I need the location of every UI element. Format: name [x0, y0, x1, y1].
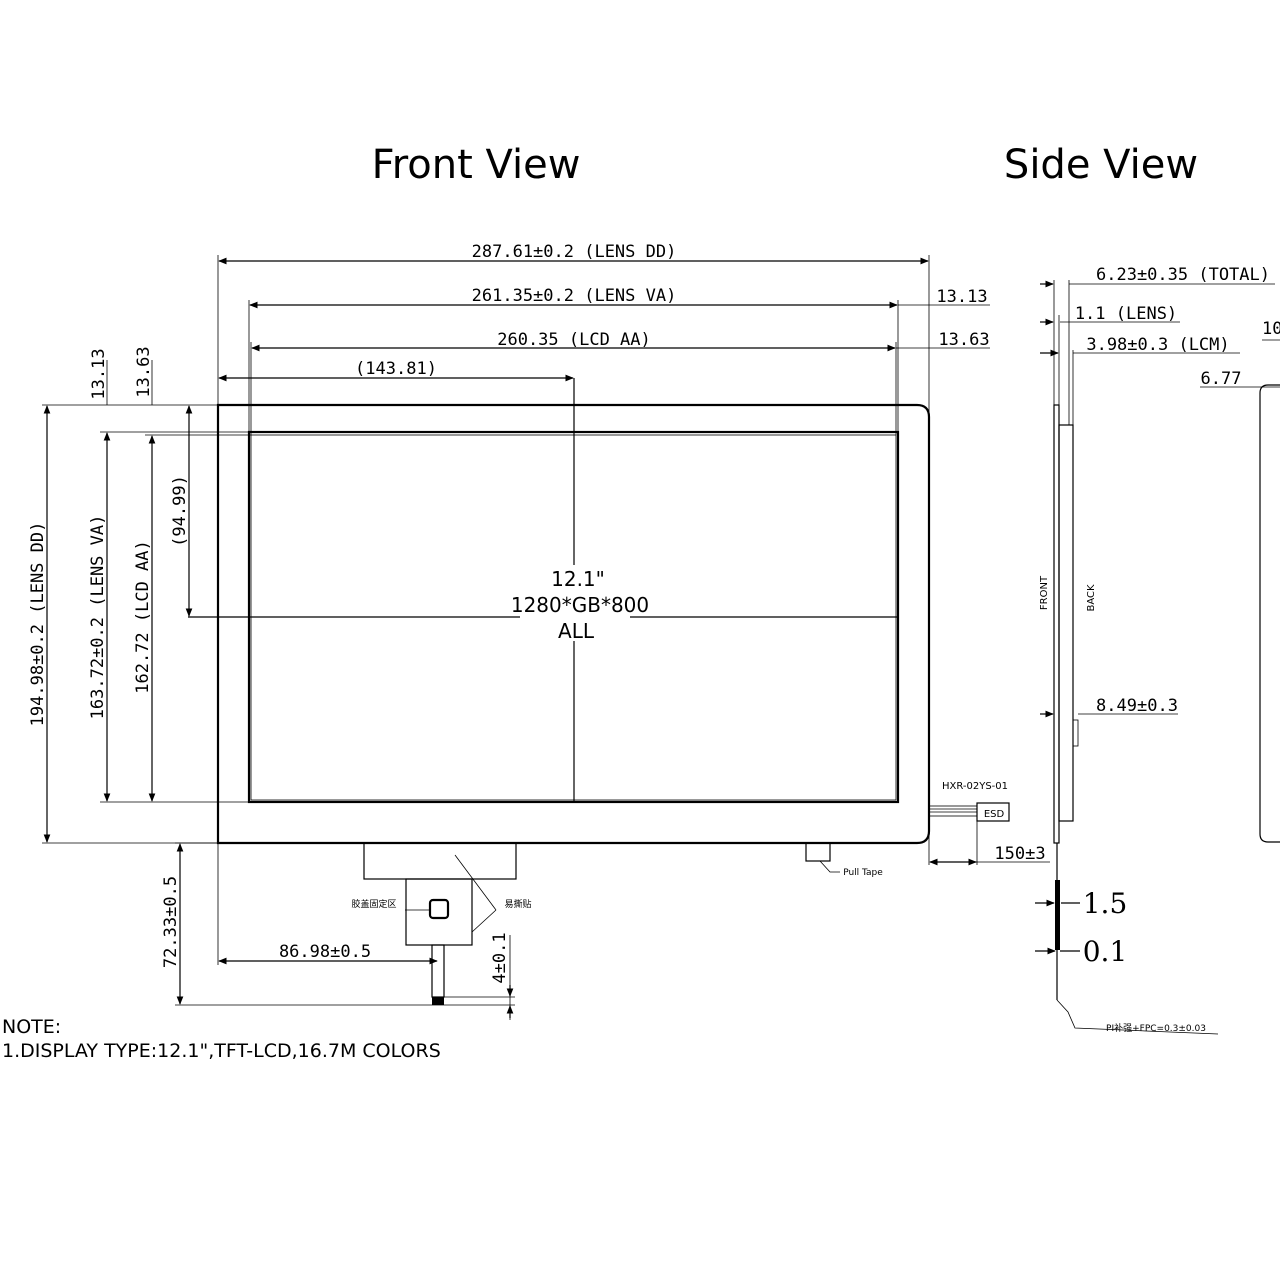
back-label: BACK	[1086, 584, 1097, 612]
dim-right-offset-aa: 13.63	[938, 330, 989, 350]
fpc-body	[405, 878, 473, 946]
fpc-tail-end	[432, 997, 444, 1005]
dim-fpc-length: 150±3	[994, 844, 1045, 864]
dim-lens-dd-height: 194.98±0.2 (LENS DD)	[28, 522, 48, 727]
dim-partial-mid: 6.77	[1201, 369, 1242, 389]
dim-fpc-height: 72.33±0.5	[161, 876, 181, 968]
side-lens	[1053, 404, 1060, 844]
front-label: FRONT	[1039, 575, 1050, 610]
dim-side-lens: 1.1 (LENS)	[1075, 304, 1177, 324]
dim-fpc-offset: 86.98±0.5	[279, 942, 371, 962]
side-lcm	[1058, 424, 1074, 822]
esd-label: ESD	[984, 809, 1005, 820]
note-heading: NOTE:	[2, 1016, 61, 1038]
dim-side-lcm: 3.98±0.3 (LCM)	[1086, 335, 1229, 355]
side-view: 6.23±0.35 (TOTAL) 1.1 (LENS) 3.98±0.3 (L…	[1035, 265, 1280, 1035]
note-line-1: 1.DISPLAY TYPE:12.1",TFT-LCD,16.7M COLOR…	[2, 1040, 441, 1062]
dim-lens-va-width: 261.35±0.2 (LENS VA)	[472, 286, 677, 306]
dim-side-fpc-gap: 0.1	[1083, 935, 1128, 968]
dim-lcd-aa-height: 162.72 (LCD AA)	[133, 540, 153, 694]
dim-side-total: 6.23±0.35 (TOTAL)	[1096, 265, 1270, 285]
fpc-glue-area-label: 胶盖固定区	[351, 898, 396, 910]
side-view-title: Side View	[1004, 142, 1198, 188]
pull-tape	[805, 842, 831, 862]
dim-top-offset-aa: 13.63	[134, 346, 154, 397]
dim-side-fpc-thick: 1.5	[1083, 887, 1128, 920]
front-view: 12.1" 1280*GB*800 ALL 287.61±0.2 (LENS D…	[28, 242, 1050, 1020]
dim-right-offset-va: 13.13	[936, 287, 987, 307]
dim-top-offset-va: 13.13	[89, 348, 109, 399]
dim-lcd-aa-width: 260.35 (LCD AA)	[497, 330, 651, 350]
panel-size-label: 12.1"	[551, 567, 605, 591]
fpc-easy-tear-label: 易撕贴	[504, 898, 531, 910]
partial-view-outline	[1259, 384, 1280, 843]
front-view-title: Front View	[372, 142, 581, 188]
dim-partial-top: 10	[1262, 319, 1280, 339]
panel-all-label: ALL	[558, 619, 595, 643]
fpc-stiffener	[363, 842, 517, 880]
dim-side-depth: 8.49±0.3	[1096, 696, 1178, 716]
fpc-tail	[431, 944, 445, 998]
connector-model-label: HXR-02YS-01	[942, 781, 1008, 792]
dim-center-x: (143.81)	[355, 359, 437, 379]
dim-fpc-tail: 4±0.1	[490, 932, 510, 983]
fpc-glue-pad	[428, 898, 450, 920]
dim-lens-va-height: 163.72±0.2 (LENS VA)	[88, 515, 108, 720]
dim-lens-dd-width: 287.61±0.2 (LENS DD)	[472, 242, 677, 262]
dim-center-y: (94.99)	[170, 475, 190, 547]
connector-housing	[976, 802, 1010, 822]
panel-resolution-label: 1280*GB*800	[511, 593, 649, 617]
pull-tape-label: Pull Tape	[843, 868, 883, 878]
connector-cable	[928, 805, 978, 817]
side-fpc-stiffener	[1055, 880, 1060, 950]
pi-fpc-note: PI补强+FPC=0.3±0.03	[1106, 1022, 1206, 1034]
